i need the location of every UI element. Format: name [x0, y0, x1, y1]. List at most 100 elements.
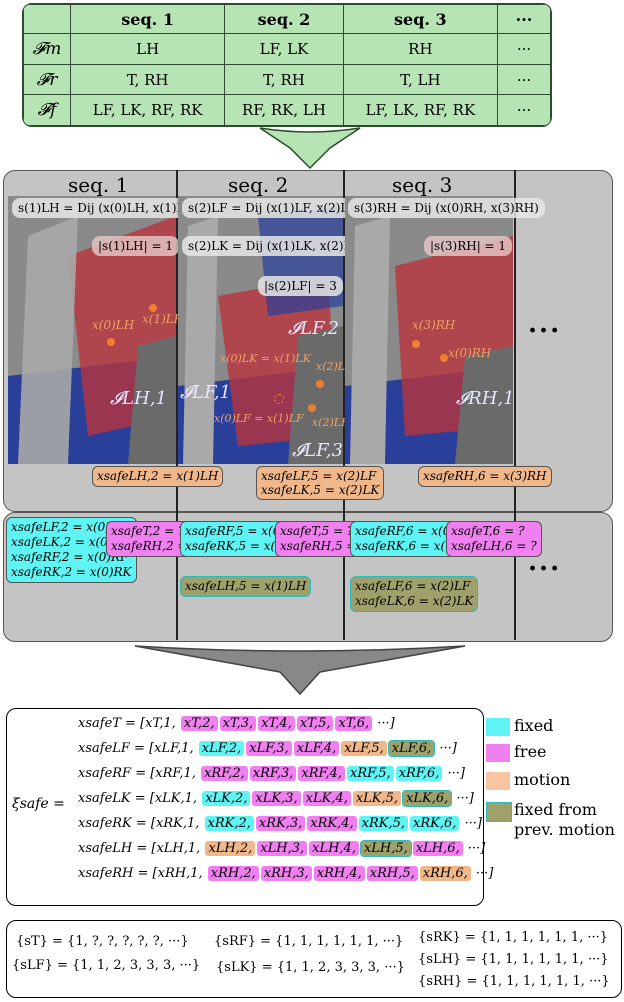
set-line: {sLK} = {1, 1, 2, 3, 3, 3, ···}: [216, 960, 405, 975]
xi-row: xsafeRK = [xRK,1, xRK,2,xRK,3,xRK,4,xRK,…: [78, 816, 482, 831]
xi-chip: xLK,6,: [402, 790, 453, 807]
table-cell: T, RH: [69, 63, 226, 96]
xi-chip: xLH,4,: [309, 841, 359, 856]
set-line: {sRF} = {1, 1, 1, 1, 1, 1, ···}: [214, 934, 404, 949]
assign-line: xsafeRH,5 = ?: [280, 539, 367, 553]
xi-chip: xRK,2,: [204, 816, 254, 831]
equation-note: s(1)LH = Dij (x(0)LH, x(1)LH): [12, 198, 206, 218]
xi-row-end: ···]: [471, 866, 494, 881]
fixed-prev-box: xsafeLH,5 = x(1)LH: [180, 576, 312, 597]
assign-line: xsafeT,5 = ?: [280, 524, 354, 538]
column-divider: [343, 512, 345, 640]
column-divider: [343, 170, 345, 512]
xi-row-name: xsafeLH = [xLH,1,: [78, 841, 205, 856]
point-label: x(0)LH: [92, 318, 135, 332]
xi-chip: xLF,2,: [198, 741, 245, 756]
fixed-prev-box: xsafeLF,6 = x(2)LF xsafeLK,6 = x(2)LK: [350, 576, 479, 612]
xi-chip: xRH,3,: [260, 866, 312, 881]
xi-chip: xRH,4,: [313, 866, 365, 881]
region-label: 𝓘LF,2: [288, 318, 339, 339]
table-header: seq. 3: [342, 4, 499, 35]
point-marker: [107, 338, 115, 346]
table-cell: LH: [69, 33, 226, 65]
legend-swatch: [486, 718, 510, 736]
xi-lhs: ξsafe =: [12, 796, 65, 812]
legend-label: free: [514, 742, 547, 761]
point-label: x(2)LF: [312, 416, 349, 429]
table-cell: ···: [497, 33, 551, 65]
xi-row: xsafeRH = [xRH,1, xRH,2,xRH,3,xRH,4,xRH,…: [78, 866, 493, 881]
xi-chip: xLK,5,: [352, 791, 402, 806]
down-arrow-icon: [259, 127, 361, 170]
ellipsis: ···: [528, 316, 562, 346]
point-label: x(0)RH: [448, 346, 492, 360]
row-label: 𝓕r: [23, 63, 71, 96]
xi-row: xsafeRF = [xRF,1, xRF,2,xRF,3,xRF,4,xRF,…: [78, 766, 465, 781]
point-label: x(1)LH: [142, 312, 185, 326]
xi-row-name: xsafeLK = [xLK,1,: [78, 791, 202, 806]
xi-chip: xRF,6,: [395, 766, 443, 781]
table-header-row: seq. 1 seq. 2 seq. 3 ···: [23, 4, 551, 35]
xi-row: xsafeLF = [xLF,1, xLF,2,xLF,3,xLF,4,xLF,…: [78, 740, 457, 757]
xi-row-name: xsafeT = [xT,1,: [78, 716, 180, 731]
region-label: 𝓘LH,1: [110, 388, 167, 409]
xi-chip: xLF,4,: [293, 741, 340, 756]
xi-chip: xLH,5,: [359, 840, 412, 857]
assign-line: xsafeRF,6 = x(0)RF: [355, 524, 473, 538]
column-divider: [176, 512, 178, 640]
xi-row-end: ···]: [373, 716, 395, 731]
point-marker: [274, 394, 284, 404]
xi-chip: xT,5,: [296, 716, 334, 731]
xi-chip: xLH,6,: [412, 841, 463, 856]
table-row: 𝓕f LF, LK, RF, RK RF, RK, LH LF, LK, RF,…: [23, 94, 551, 126]
legend-swatch: [486, 744, 510, 762]
set-line: {sRH} = {1, 1, 1, 1, 1, 1, ···}: [418, 974, 610, 989]
xi-chip: xT,2,: [180, 716, 218, 731]
column-divider: [514, 170, 516, 512]
table-header: seq. 2: [224, 4, 344, 35]
legend-swatch: [486, 772, 510, 790]
point-marker: [440, 354, 448, 362]
column-divider: [514, 512, 516, 640]
xi-chip: xRH,2,: [207, 866, 259, 881]
xi-chip: xLH,2,: [205, 841, 256, 856]
xi-chip: xT,3,: [219, 716, 257, 731]
point-label: x(2)LK: [316, 360, 354, 373]
xi-row-end: ···]: [460, 816, 482, 831]
seq-title: seq. 2: [228, 173, 289, 197]
xi-row-end: ···]: [463, 841, 486, 856]
point-label: x(0)LK = x(1)LK: [220, 352, 311, 365]
xi-chip: xRF,3,: [249, 766, 297, 781]
safe-state-line: xsafeLK,5 = x(2)LK: [261, 483, 380, 497]
table-cell: T, RH: [224, 63, 344, 96]
table-cell: ···: [497, 63, 551, 96]
assign-line: xsafeRF,5 = x(0)RF: [185, 524, 303, 538]
assign-line: xsafeLH,6 = ?: [451, 539, 537, 553]
equation-note: |s(2)LF| = 3: [258, 276, 343, 296]
set-line: {sLF} = {1, 1, 2, 3, 3, 3, ···}: [12, 958, 201, 973]
row-label: 𝓕m: [23, 33, 71, 65]
table-cell: RH: [342, 33, 499, 65]
safe-state-box: xsafeLH,2 = x(1)LH: [92, 466, 224, 487]
set-line: {sT} = {1, ?, ?, ?, ?, ?, ···}: [16, 934, 189, 949]
table-cell: RF, RK, LH: [224, 94, 344, 126]
region-label: 𝓘LF,1: [180, 382, 231, 403]
xi-chip: xRH,5,: [366, 866, 418, 881]
sequence-table: seq. 1 seq. 2 seq. 3 ··· 𝓕m LH LF, LK RH…: [22, 3, 552, 127]
equation-note: s(2)LK = Dij (x(1)LK, x(2)LK): [182, 236, 372, 256]
table-header: ···: [497, 4, 551, 35]
xi-chip: xRK,5,: [358, 816, 408, 831]
table-corner: [23, 4, 71, 35]
xi-row-end: ···]: [443, 766, 465, 781]
xi-chip: xLH,3,: [257, 841, 308, 856]
row-label: 𝓕f: [23, 94, 71, 126]
table-cell: ···: [497, 94, 551, 126]
legend-label: fixed from prev. motion: [514, 800, 615, 839]
down-arrow-icon: [134, 645, 466, 696]
table-row: 𝓕m LH LF, LK RH ···: [23, 33, 551, 65]
xi-row-name: xsafeRF = [xRF,1,: [78, 766, 201, 781]
safe-state-box: xsafeLF,5 = x(2)LF xsafeLK,5 = x(2)LK: [256, 466, 385, 500]
point-marker: [149, 304, 157, 312]
table-cell: LF, LK: [224, 33, 344, 65]
table-row: 𝓕r T, RH T, RH T, LH ···: [23, 63, 551, 96]
